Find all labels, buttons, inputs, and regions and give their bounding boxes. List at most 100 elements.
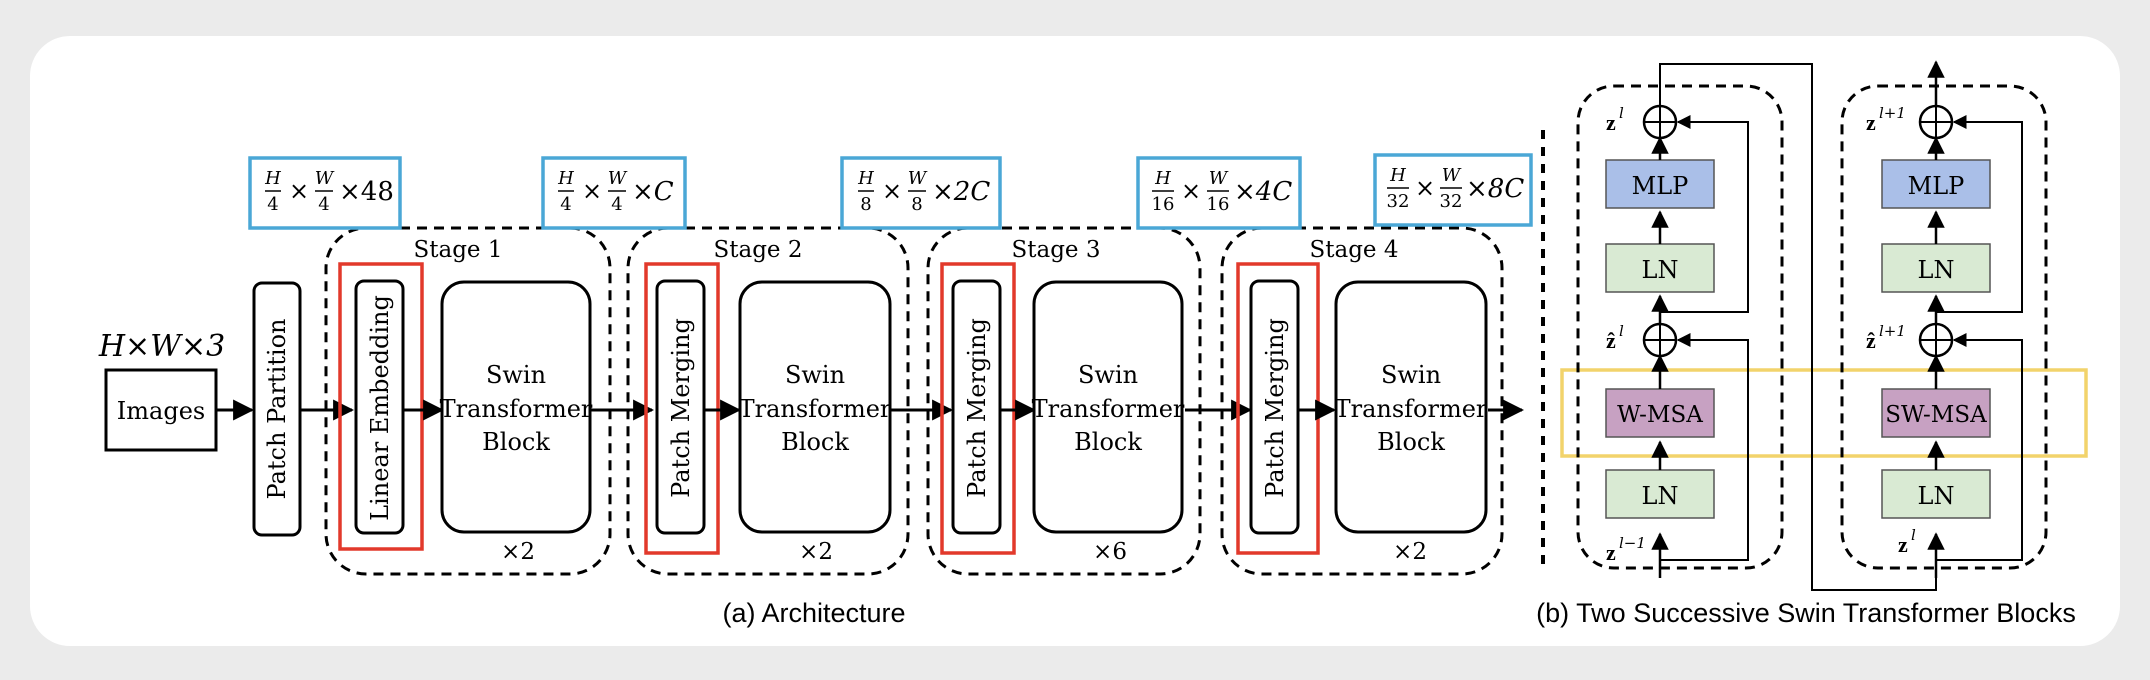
mlp-box (1605, 159, 1715, 209)
dim-channels: ×2C (932, 177, 990, 207)
dim-denominator-h: 8 (860, 194, 871, 215)
dim-channels: ×8C (1466, 174, 1524, 204)
dim-numerator-h: H (857, 168, 874, 189)
z-out-sup: l+1 (1879, 104, 1906, 122)
patch-merging-box (1249, 279, 1300, 535)
dim-times: × (1181, 177, 1201, 205)
z-out-symbol: z (1866, 110, 1876, 135)
swin-block-box (1032, 280, 1184, 534)
ln-top-label: LN (1918, 256, 1955, 284)
dim-times: × (1415, 174, 1435, 202)
swin-block-line-2: Transformer (1032, 395, 1185, 423)
architecture-part: H×W×3 Images Patch Partition Stage 1 Lin… (98, 153, 1533, 628)
dim-label-5: H 32 × W 32 ×8C (1373, 153, 1533, 227)
swin-block-line-3: Block (482, 428, 550, 456)
dim-numerator-w: W (608, 168, 628, 189)
stage-title: Stage 4 (1310, 237, 1399, 263)
dim-times: × (582, 177, 602, 205)
caption-architecture: (a) Architecture (722, 598, 905, 628)
dim-denominator-h: 16 (1152, 194, 1175, 215)
dim-channels: ×48 (339, 177, 394, 207)
dim-numerator-w: W (908, 168, 928, 189)
layer-norm-box (1881, 243, 1991, 293)
input-size-label: H×W×3 (98, 329, 225, 364)
dim-numerator-w: W (1209, 168, 1229, 189)
zhat-sup: l (1619, 322, 1624, 340)
swin-block-line-2: Transformer (1335, 395, 1488, 423)
caption-successive-blocks: (b) Two Successive Swin Transformer Bloc… (1536, 598, 2076, 628)
stage-title: Stage 3 (1012, 237, 1101, 263)
dim-numerator-h: H (264, 168, 281, 189)
stage-repeat: ×6 (1093, 539, 1127, 565)
swin-block-line-3: Block (1074, 428, 1142, 456)
dim-numerator-h: H (1154, 168, 1171, 189)
dim-numerator-h: H (1389, 165, 1406, 186)
dim-label-3: H 8 × W 8 ×2C (840, 156, 1002, 230)
swin-block-line-2: Transformer (739, 395, 892, 423)
block-connection (1659, 63, 1937, 591)
layer-norm-box (1605, 243, 1715, 293)
swin-block-line-1: Swin (486, 361, 546, 389)
swin-block-line-1: Swin (785, 361, 845, 389)
layer-norm-box (1605, 469, 1715, 519)
ln-bottom-label: LN (1642, 482, 1679, 510)
stage-repeat: ×2 (1393, 539, 1427, 565)
yellow-highlight-box (1560, 368, 2088, 458)
layer-norm-box (1881, 469, 1991, 519)
z-in-symbol: z (1898, 532, 1908, 557)
sw-msa-label: SW-MSA (1885, 402, 1987, 428)
swin-block-line-2: Transformer (440, 395, 593, 423)
mlp-label: MLP (1908, 172, 1965, 200)
sw-msa-box (1881, 388, 1991, 438)
dim-label-4: H 16 × W 16 ×4C (1136, 156, 1302, 230)
dim-channels: ×4C (1234, 177, 1292, 207)
stage-2: Stage 2 Patch Merging Swin Transformer B… (626, 226, 910, 576)
zhat-symbol: ẑ (1606, 328, 1616, 353)
z-in-sup: l (1911, 526, 1916, 544)
dim-denominator-h: 32 (1387, 191, 1410, 212)
dim-label-2: H 4 × W 4 ×C (541, 156, 687, 230)
dim-denominator-h: 4 (267, 194, 278, 215)
patch-partition-label: Patch Partition (263, 319, 291, 500)
patch-merging-box (951, 279, 1002, 535)
dim-denominator-w: 16 (1207, 194, 1230, 215)
successive-blocks-part: LN W-MSA LN MLP z l ẑ l (1536, 60, 2088, 628)
stage-4: Stage 4 Patch Merging Swin Transformer B… (1220, 226, 1504, 576)
ln-top-label: LN (1642, 256, 1679, 284)
dim-channels: ×C (632, 177, 674, 207)
stage-repeat: ×2 (501, 539, 535, 565)
dim-label-1: H 4 × W 4 ×48 (248, 156, 402, 230)
z-out-symbol: z (1606, 110, 1616, 135)
dim-numerator-w: W (315, 168, 335, 189)
dim-denominator-h: 4 (560, 194, 571, 215)
z-in-sup: l−1 (1619, 534, 1646, 552)
dim-times: × (289, 177, 309, 205)
mlp-label: MLP (1632, 172, 1689, 200)
linear-embedding-label: Linear Embedding (366, 295, 394, 521)
dim-times: × (882, 177, 902, 205)
stage-1: Stage 1 Linear Embedding Swin Transforme… (324, 226, 612, 576)
swin-block-box (440, 280, 592, 534)
stage-3: Stage 3 Patch Merging Swin Transformer B… (926, 226, 1202, 576)
swin-block-line-3: Block (781, 428, 849, 456)
images-box (104, 368, 218, 452)
swin-block-line-3: Block (1377, 428, 1445, 456)
swin-block-line-1: Swin (1078, 361, 1138, 389)
dim-denominator-w: 4 (318, 194, 329, 215)
z-out-sup: l (1619, 104, 1624, 122)
dim-denominator-w: 32 (1440, 191, 1463, 212)
w-msa-label: W-MSA (1617, 402, 1703, 428)
dim-numerator-h: H (557, 168, 574, 189)
swin-block-box (738, 280, 892, 534)
swin-block-line-1: Swin (1381, 361, 1441, 389)
red-highlight-box (338, 262, 424, 551)
stage-title: Stage 2 (714, 237, 803, 263)
dim-numerator-w: W (1442, 165, 1462, 186)
patch-merging-label: Patch Merging (667, 318, 695, 498)
linear-embedding-box (354, 279, 405, 535)
stage-repeat: ×2 (799, 539, 833, 565)
dim-denominator-w: 8 (911, 194, 922, 215)
mlp-box (1881, 159, 1991, 209)
zhat-symbol: ẑ (1866, 328, 1876, 353)
